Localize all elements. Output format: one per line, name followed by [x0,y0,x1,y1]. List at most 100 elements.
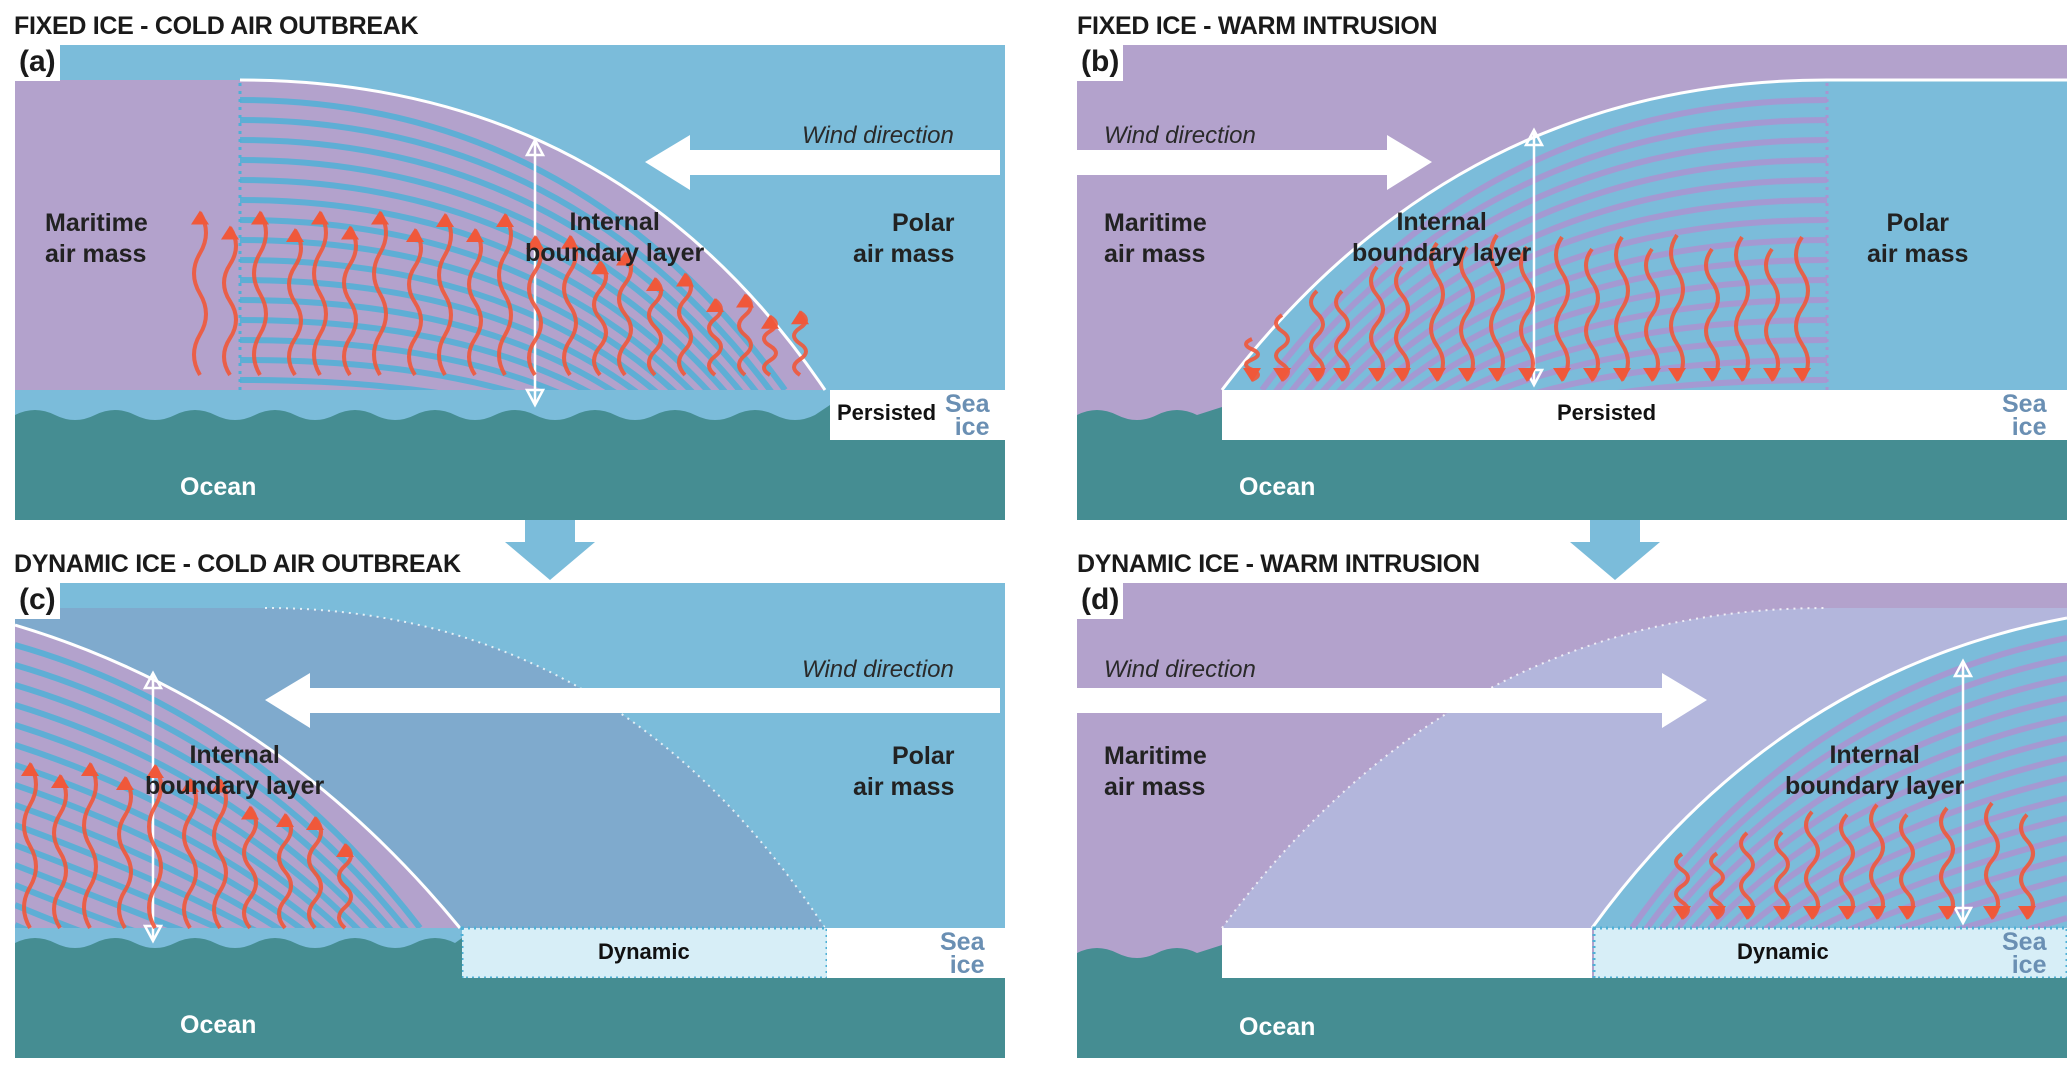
heat-flux-arrowhead [276,813,294,827]
heat-flux-arrow [147,764,163,930]
heat-flux-arrow [497,213,513,377]
heat-flux-arrowhead [466,228,484,242]
sea-ice-label: Sea ice [940,928,985,979]
heat-flux-arrows-down [1673,801,2036,920]
panel-label-b: (b) [1077,45,1124,81]
boundary-layer-stripe [240,137,764,390]
heat-flux-arrowhead [406,228,424,242]
heat-flux-arrow [1794,235,1810,382]
panel-a-diagram [15,45,1005,520]
heat-flux-arrowhead [341,225,359,240]
heat-flux-arrowhead [1553,368,1571,382]
ice-state-label: Persisted [837,400,937,425]
heat-flux-arrowhead [736,293,754,308]
ocean-label: Ocean [1239,1013,1316,1041]
boundary-layer-stripe [1259,97,1827,390]
boundary-layer-stripe [1392,317,1827,390]
heat-flux-arrow [437,213,453,377]
heat-flux-arrow [342,226,358,377]
boundary-layer-stripe [1355,257,1827,390]
boundary-layer-stripe [1331,217,1827,390]
boundary-layer-stripe [1762,855,2067,928]
heat-flux-arrow [52,774,68,930]
boundary-layer-stripe [240,97,788,390]
polar-air-mass-label: Polar air mass [1867,209,1969,268]
heat-flux-arrowhead [436,213,454,227]
sea-ice-label: Sea ice [945,390,990,441]
heat-flux-arrow [647,277,663,377]
heat-flux-arrow [182,778,198,930]
heat-flux-arrow [1369,265,1385,382]
boundary-layer-stripe [240,177,740,390]
former-boundary-layer-outline [1221,607,1828,929]
heat-flux-arrow [82,762,98,930]
heat-flux-arrow [212,779,228,930]
heat-flux-arrowhead [706,298,724,312]
heat-flux-arrow [1739,831,1755,920]
heat-flux-arrowhead [1983,906,2001,920]
boundary-layer-stripe [1701,755,2067,928]
boundary-layer-stripe [1641,655,2067,928]
heat-flux-arrows-up [191,210,809,377]
heat-flux-arrow [527,235,543,377]
maritime-air-mass-label: Maritime air mass [1104,209,1207,268]
heat-flux-arrow [1489,233,1505,382]
heat-flux-arrowhead [241,805,259,820]
sea-ice-persisted [827,928,1005,978]
heat-flux-arrow [1584,247,1600,382]
heat-flux-arrowhead [51,774,69,788]
ocean-label: Ocean [1239,473,1316,501]
heat-flux-arrow [617,252,633,377]
heat-flux-arrowhead [211,778,229,793]
heat-flux-arrowhead [181,778,199,792]
heat-flux-arrowhead [1673,906,1691,920]
wind-arrow-right [1077,673,1707,728]
heat-flux-arrowhead [1703,368,1721,382]
heat-flux-arrow [1984,801,2000,920]
boundary-layer-stripe [15,722,375,928]
heat-flux-arrow [307,816,323,930]
panel-d-diagram [1077,583,2067,1058]
heat-flux-arrow [1804,810,1820,920]
heat-flux-arrow [562,235,578,377]
heat-flux-arrowhead [81,762,99,776]
internal-boundary-layer-label: Internal boundary layer [1352,208,1532,267]
boundary-layer-stripe [240,317,655,390]
boundary-layer-stripe [15,842,302,928]
boundary-layer-stripe [240,197,728,390]
heat-flux-arrow [1519,245,1535,382]
heat-flux-arrowhead [761,314,779,329]
boundary-layer-stripe [1295,157,1827,390]
heat-flux-arrow [222,226,238,377]
heat-flux-arrowhead [1643,368,1661,382]
heat-flux-arrows-down [1243,233,1811,382]
heat-flux-arrowhead [676,272,694,287]
heat-flux-arrow [337,843,353,930]
heat-flux-arrowhead [1613,368,1631,382]
ocean-region [15,938,1005,1058]
panel-b-title: FIXED ICE - WARM INTRUSION [1077,12,1438,40]
boundary-layer-stripe [1271,117,1827,390]
heat-flux-arrowhead [1583,368,1601,382]
wind-arrow-left [265,673,1000,728]
heat-flux-arrowhead [251,210,269,225]
heat-flux-arrowhead [1708,906,1726,920]
heat-flux-arrowhead [526,235,544,249]
heat-flux-arrowhead [1668,368,1686,382]
heat-flux-arrow [707,298,723,377]
boundary-layer-stripe [15,662,411,928]
heat-flux-arrowhead [1518,368,1536,382]
sea-ice-persisted [830,390,1005,440]
wind-arrow-right [1077,135,1432,190]
boundary-layer-top [15,623,462,929]
heat-flux-arrow [117,776,133,930]
panel-c-title: DYNAMIC ICE - COLD AIR OUTBREAK [14,550,461,578]
ice-state-label: Dynamic [1737,939,1829,964]
heat-flux-arrowhead [191,210,209,225]
ocean-region [1077,407,2067,520]
boundary-layer-stripe [240,377,619,390]
heat-flux-arrowhead [646,277,664,291]
heat-flux-arrow [2019,813,2035,920]
heat-flux-arrowhead [1868,906,1886,920]
panel-d: (d) Wind direction Maritime air mass Int… [1077,583,2067,1058]
